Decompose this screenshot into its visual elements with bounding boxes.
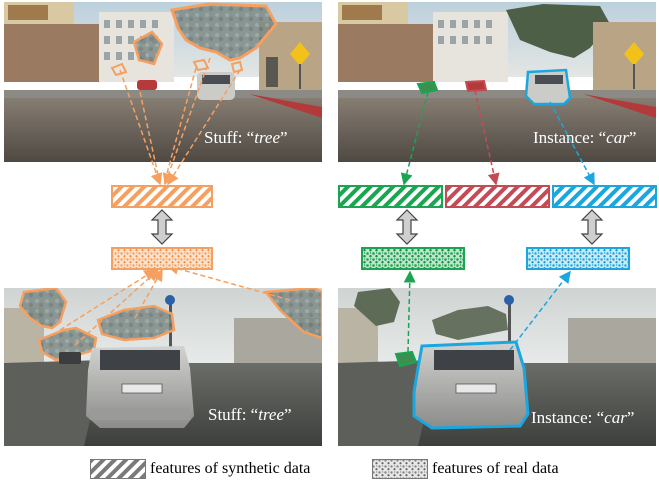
panel-caption: Instance: “car” — [531, 408, 635, 427]
panel-caption: Stuff: “tree” — [204, 128, 288, 147]
panel-caption: Stuff: “tree” — [208, 405, 292, 424]
synthetic-feature-bar-tree — [111, 185, 213, 208]
synthetic-car-red — [464, 79, 488, 93]
connector-line — [167, 69, 241, 186]
real-image-instance-panel: Instance: “car” — [338, 288, 656, 446]
real-car-green — [394, 350, 418, 368]
synthetic-feature-bar-car-red — [445, 185, 550, 208]
real-tree-segment — [18, 288, 68, 330]
swap-arrow-icon — [395, 209, 419, 245]
connector-line — [162, 57, 211, 186]
real-image-stuff-panel: Stuff: “tree” — [4, 288, 322, 446]
hatched-swatch-icon — [90, 459, 146, 479]
synthetic-image-stuff-panel: Stuff: “tree” — [4, 2, 322, 162]
connector-line — [400, 91, 429, 186]
synthetic-car-green — [416, 80, 439, 95]
swap-arrow-icon — [580, 209, 604, 245]
synthetic-feature-bar-car-blue — [552, 185, 657, 208]
real-feature-bar-car-green — [361, 247, 465, 270]
legend-real: features of real data — [372, 459, 559, 479]
connector-line — [119, 69, 163, 186]
connector-line — [134, 268, 163, 319]
connector-line — [163, 67, 197, 185]
connector-line — [59, 269, 157, 331]
connector-line — [74, 268, 160, 346]
real-feature-bar-tree — [111, 247, 213, 270]
connector-line — [403, 270, 416, 353]
legend-real-label: features of real data — [432, 460, 559, 477]
connector-line — [509, 270, 571, 351]
real-feature-bar-car-blue — [526, 247, 630, 270]
connector-line — [166, 263, 291, 301]
synthetic-tree-segment — [170, 2, 278, 62]
legend-synthetic: features of synthetic data — [90, 459, 310, 479]
connector-line — [474, 89, 500, 186]
synthetic-feature-bar-car-green — [338, 185, 443, 208]
legend-synthetic-label: features of synthetic data — [150, 460, 311, 477]
dotted-swatch-icon — [372, 459, 428, 479]
swap-arrow-icon — [150, 209, 174, 245]
connector-line — [549, 101, 595, 186]
connector-line — [139, 91, 161, 185]
synthetic-image-instance-panel: Instance: “car” — [338, 2, 656, 162]
